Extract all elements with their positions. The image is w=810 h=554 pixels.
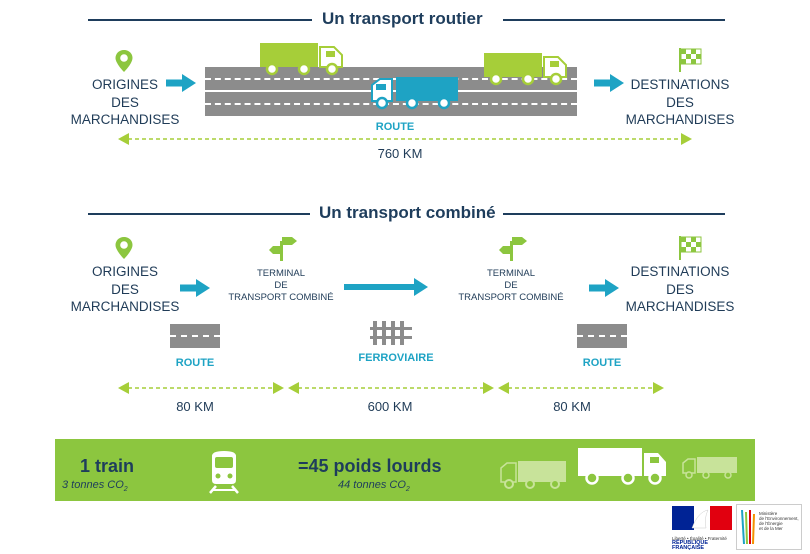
title-rule-right — [503, 213, 725, 215]
terminal-label: TERMINAL DE TRANSPORT COMBINÉ — [458, 268, 564, 303]
distance-arrow — [118, 133, 692, 145]
marianne-logo-icon — [672, 506, 732, 530]
republic-name: RÉPUBLIQUE FRANÇAISE — [672, 540, 709, 551]
train-count: 1 train — [80, 456, 135, 476]
trucks-count: =45 poids lourds — [298, 456, 442, 476]
combined-origin-label: ORIGINES DES MARCHANDISES — [70, 264, 180, 314]
cyan-truck-icon — [371, 77, 458, 110]
road-distance: 760 KM — [377, 146, 423, 161]
leg-label: ROUTE — [582, 357, 622, 369]
location-pin-icon — [115, 50, 133, 72]
train-co2: 3 tonnes CO2 — [62, 479, 128, 494]
railway-track-icon — [370, 321, 412, 345]
flow-arrow-icon — [180, 279, 210, 297]
signpost-icon — [499, 237, 527, 261]
train-icon — [209, 451, 239, 494]
checkered-flag-icon — [679, 48, 702, 72]
location-pin-icon — [115, 237, 133, 259]
flow-arrow-icon — [166, 74, 196, 92]
ministry-name: Ministère de l'Environnement, de l'Énerg… — [759, 511, 799, 531]
road-origin-label: ORIGINES DES MARCHANDISES — [70, 77, 180, 127]
road-segment-icon — [577, 324, 627, 348]
flow-arrow-icon — [589, 279, 619, 297]
truck-icon — [500, 461, 566, 489]
leg-label: FERROVIAIRE — [358, 352, 434, 364]
leg-label: ROUTE — [175, 357, 215, 369]
leg-distance: 80 KM — [176, 399, 214, 414]
flow-arrow-icon — [594, 74, 624, 92]
combined-section-title: Un transport combiné — [319, 203, 496, 222]
ministry-stripes-icon — [741, 509, 755, 545]
checkered-flag-icon — [679, 236, 702, 260]
distance-arrow — [288, 382, 494, 394]
terminal-label: TERMINAL DE TRANSPORT COMBINÉ — [228, 268, 334, 303]
road-destination-label: DESTINATIONS DES MARCHANDISES — [625, 77, 735, 127]
republic-motto: Liberté • Égalité • Fraternité — [672, 536, 727, 541]
truck-icon — [578, 448, 666, 485]
distance-arrow — [118, 382, 284, 394]
leg-distance: 80 KM — [553, 399, 591, 414]
title-rule-left — [88, 213, 310, 215]
distance-arrow — [498, 382, 664, 394]
flow-arrow-icon — [344, 278, 428, 296]
truck-icon — [682, 457, 737, 479]
title-rule-right — [503, 19, 725, 21]
road-label: ROUTE — [375, 121, 415, 133]
road-segment-icon — [170, 324, 220, 348]
green-truck-icon — [260, 43, 343, 76]
republique-francaise-logo: Liberté • Égalité • Fraternité RÉPUBLIQU… — [672, 506, 732, 551]
ministry-logo: Ministère de l'Environnement, de l'Énerg… — [736, 504, 802, 550]
green-truck-icon — [484, 53, 567, 86]
combined-destination-label: DESTINATIONS DES MARCHANDISES — [625, 264, 735, 314]
title-rule-left — [88, 19, 312, 21]
trucks-co2: 44 tonnes CO2 — [338, 479, 410, 494]
signpost-icon — [269, 237, 297, 261]
road-section-title: Un transport routier — [322, 9, 483, 28]
leg-distance: 600 KM — [367, 399, 413, 414]
